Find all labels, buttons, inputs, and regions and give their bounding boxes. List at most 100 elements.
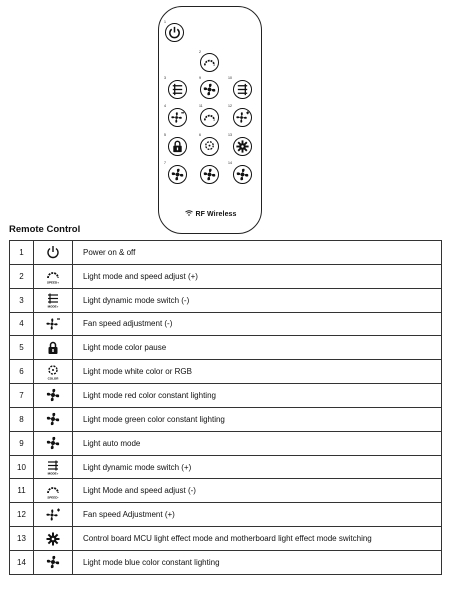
button-number: 6 [199,133,201,137]
mode-minus-icon [172,83,183,96]
button-number: 9 [199,76,201,80]
fan-minus-button[interactable] [168,108,187,127]
row-description: Light dynamic mode switch (+) [72,454,442,480]
fan-plus-icon [45,507,61,523]
color-button[interactable] [200,137,219,156]
button-number: 14 [228,161,232,165]
button-number: 2 [199,50,201,54]
power-icon [45,244,61,260]
speed-plus-icon: SPEED+ [45,268,61,284]
row-description: Light mode color pause [72,335,442,361]
row-number: 1 [9,240,34,265]
row-description: Light mode red color constant lighting [72,383,442,408]
color-pause-button[interactable] [168,137,187,156]
row-number: 5 [9,335,34,361]
button-number: 1 [164,20,166,24]
brand-label: RF Wireless [159,210,263,218]
lock-icon [45,340,61,356]
row-icon-cell [33,526,73,551]
button-number: 12 [228,104,232,108]
blue-constant-button[interactable] [233,165,252,184]
fan-minus-icon [45,316,61,332]
section-title: Remote Control [9,224,81,235]
row-description: Power on & off [72,240,442,265]
lock-icon [173,140,182,153]
mode-minus-button[interactable] [168,80,187,99]
row-description: Light auto mode [72,430,442,456]
button-number: 13 [228,133,232,137]
table-row: 3 MODE+ Light dynamic mode switch (-) [9,287,442,313]
table-row: 7 Light mode red color constant lighting [9,383,442,408]
row-number: 14 [9,549,34,575]
fan-green-icon [203,168,216,181]
speed-minus-button[interactable] [200,108,219,127]
brand-text: RF Wireless [195,210,237,218]
row-icon-cell: SPEED+ [33,263,73,289]
row-number: 11 [9,478,34,504]
row-number: 3 [9,287,34,313]
row-icon-cell [33,430,73,456]
fan-plus-button[interactable] [233,108,252,127]
row-description: Fan speed Adjustment (+) [72,502,442,528]
row-icon-cell [33,383,73,408]
svg-text:COLOR: COLOR [48,376,60,380]
row-description: Light dynamic mode switch (-) [72,287,442,313]
green-constant-button[interactable] [200,165,219,184]
row-number: 9 [9,430,34,456]
row-icon-cell: SPEED- [33,478,73,504]
fan-auto-icon [45,435,61,451]
button-number: 4 [164,104,166,108]
auto-mode-button[interactable] [200,80,219,99]
row-icon-cell [33,311,73,337]
fan-red-icon [45,387,61,403]
row-description: Light mode green color constant lighting [72,406,442,432]
table-row: 1 Power on & off [9,240,442,265]
table-row: 14 Light mode blue color constant lightin… [9,549,442,575]
button-number: 7 [164,161,166,165]
power-button[interactable] [165,23,184,42]
button-number: 10 [228,76,232,80]
fan-blue-icon [45,554,61,570]
fan-plus-icon [236,111,250,123]
row-icon-cell [33,502,73,528]
red-constant-button[interactable] [168,165,187,184]
row-description: Light mode blue color constant lighting [72,549,442,575]
mcu-switch-button[interactable] [233,137,252,156]
svg-text:SPEED-: SPEED- [47,495,58,499]
button-number: 5 [164,133,166,137]
speed-minus-icon [203,114,216,121]
row-description: Light mode and speed adjust (+) [72,263,442,289]
row-number: 7 [9,383,34,408]
row-number: 2 [9,263,34,289]
row-number: 8 [9,406,34,432]
fan-minus-icon [171,112,185,123]
row-number: 6 [9,359,34,385]
mode-plus-icon: MODE+ [45,459,61,475]
row-icon-cell: COLOR [33,359,73,385]
row-icon-cell: MODE+ [33,287,73,313]
speed-plus-button[interactable] [200,53,219,72]
mode-plus-button[interactable] [233,80,252,99]
mcu-gear-icon [45,531,61,547]
table-row: 9 Light auto mode [9,430,442,456]
fan-blue-icon [236,168,249,181]
row-icon-cell [33,240,73,265]
row-icon-cell [33,549,73,575]
power-icon [169,26,180,39]
remote-control-drawing: 1 2 3 9 10 4 11 12 5 6 13 [158,6,262,234]
table-row: 8 Light mode green color constant lightin… [9,406,442,432]
fan-red-icon [171,168,184,181]
mode-minus-icon: MODE+ [45,292,61,308]
svg-text:SPEED+: SPEED+ [47,281,59,285]
row-icon-cell: MODE+ [33,454,73,480]
row-description: Control board MCU light effect mode and … [72,526,442,551]
row-description: Light mode white color or RGB [72,359,442,385]
